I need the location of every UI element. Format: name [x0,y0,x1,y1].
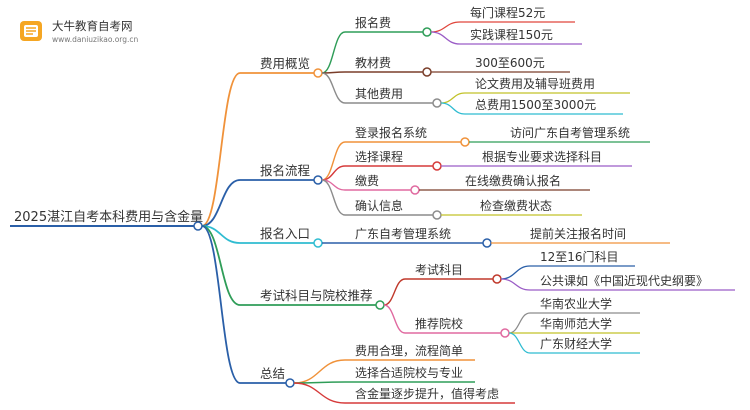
leaf-total: 总费用1500至3000元 [475,98,596,112]
branch-dot-process [313,175,323,185]
branch-connector-overview [201,72,241,227]
branch-connector-subjects [201,225,241,306]
branch-dot-subjects [375,300,385,310]
logo-url: www.daniuzikao.org.cn [52,35,139,44]
leaf-system-detail: 提前关注报名时间 [530,226,626,241]
branch-dot-entry [313,238,323,248]
root-node: 2025湛江自考本科费用与含金量 [14,209,203,225]
leaf-connector-total [440,102,466,115]
leaf-connector-practice [430,31,461,45]
node-other: 其他费用 [355,87,403,101]
node-dot-textbook [422,67,432,77]
logo-title: 大牛教育自考网 [52,19,133,33]
node-connector-other [321,72,346,104]
node-schools: 推荐院校 [415,316,463,331]
node-enroll-fee: 报名费 [355,15,391,30]
node-sum-1: 费用合理，流程简单 [355,343,463,358]
node-dot-login [460,137,470,147]
leaf-pay-detail: 在线缴费确认报名 [465,173,561,188]
node-dot-exam [492,274,502,284]
leaf-thesis: 论文费用及辅导班费用 [475,76,595,91]
node-connector-sum-3 [293,382,346,404]
leaf-connector-school-3 [508,332,531,354]
node-dot-system [482,238,492,248]
branch-dot-summary [285,378,295,388]
leaf-connector-per-course [430,21,461,33]
node-connector-sum-1 [293,359,346,384]
node-dot-select [432,161,442,171]
node-exam: 考试科目 [415,262,463,277]
node-connector-confirm [321,179,346,216]
branch-summary: 总结 [260,366,285,381]
leaf-connector-exam-count [500,265,531,280]
branch-subjects: 考试科目与院校推荐 [260,288,373,303]
branch-connector-summary [201,225,241,384]
node-connector-exam [383,278,406,306]
leaf-textbook-range: 300至600元 [475,56,545,70]
leaf-exam-public: 公共课如《中国近现代史纲要》 [540,273,708,288]
branch-entry: 报名入口 [260,226,310,241]
leaf-school-1: 华南农业大学 [540,296,612,311]
book-logo-icon [20,21,42,41]
node-dot-confirm [432,210,442,220]
branch-connector-process [201,179,241,227]
node-dot-other [432,98,442,108]
branch-dot-overview [313,68,323,78]
node-select: 选择课程 [355,149,403,164]
node-connector-schools [383,304,406,334]
node-sum-3: 含金量逐步提升，值得考虑 [355,386,499,401]
node-system: 广东自考管理系统 [355,226,451,241]
leaf-exam-count: 12至16门科目 [540,249,619,264]
leaf-per-course: 每门课程52元 [470,5,545,20]
leaf-practice: 实践课程150元 [470,27,553,42]
leaf-connector-thesis [440,92,466,104]
node-confirm: 确认信息 [355,198,403,213]
leaf-connector-exam-public [500,278,531,291]
node-textbook: 教材费 [355,55,391,70]
leaf-school-3: 广东财经大学 [540,336,612,351]
leaf-select-detail: 根据专业要求选择科目 [482,149,602,164]
leaf-school-2: 华南师范大学 [540,316,612,331]
branch-overview: 费用概览 [260,56,310,71]
site-logo: 大牛教育自考网 www.daniuzikao.org.cn [14,14,164,50]
node-connector-enroll-fee [321,31,346,74]
node-login: 登录报名系统 [355,125,427,140]
node-dot-schools [500,328,510,338]
node-dot-enroll-fee [422,27,432,37]
node-connector-login [321,141,346,181]
branch-process: 报名流程 [260,163,311,178]
node-sum-2: 选择合适院校与专业 [355,365,463,380]
leaf-connector-school-1 [508,312,531,334]
leaf-confirm-detail: 检查缴费状态 [480,198,552,213]
node-dot-pay [410,185,420,195]
leaf-login-detail: 访问广东自考管理系统 [510,125,630,140]
root-connector-dot [193,221,203,231]
node-pay: 缴费 [355,173,379,188]
